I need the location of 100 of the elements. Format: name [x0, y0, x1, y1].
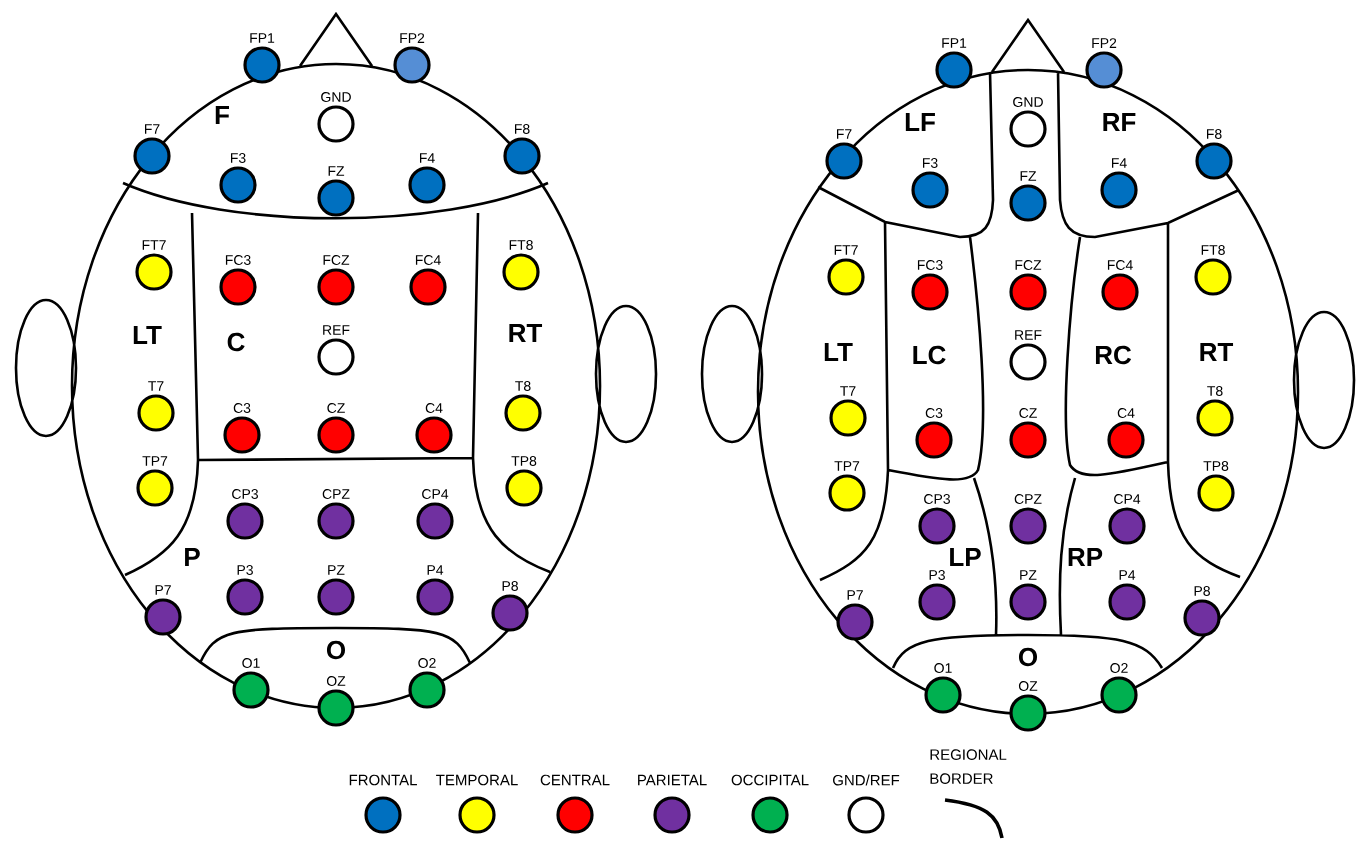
- node-label: CPZ: [1014, 494, 1042, 504]
- region-letter: C: [227, 332, 245, 352]
- region-letter: O: [326, 640, 346, 660]
- electrode: P3: [918, 570, 956, 621]
- electrode: OZ: [1009, 681, 1047, 732]
- electrode: FP2: [1085, 38, 1123, 89]
- electrode: T8: [1196, 386, 1234, 437]
- node-label: FP2: [400, 33, 425, 43]
- region-letter: O: [1018, 647, 1038, 667]
- node-label: T7: [840, 386, 856, 396]
- node-label: P3: [929, 570, 945, 580]
- electrode: REF: [1009, 330, 1047, 381]
- node-label: O1: [242, 658, 260, 668]
- electrode: F4: [1100, 158, 1138, 209]
- region-letter: RT: [509, 324, 543, 342]
- node-label: GND: [321, 92, 351, 102]
- node-label: GND: [1013, 97, 1043, 107]
- node-label: O2: [418, 658, 436, 668]
- electrode: CZ: [317, 403, 355, 454]
- node-label: F3: [923, 158, 938, 168]
- node-label: PZ: [1020, 570, 1037, 580]
- region-letter: RT: [1200, 343, 1234, 361]
- legend-label: OCCIPITAL: [731, 774, 809, 786]
- node-label: TP7: [142, 456, 168, 466]
- node-label: F7: [837, 129, 852, 139]
- electrode: F3: [219, 153, 257, 204]
- region-letter: LP: [950, 548, 981, 566]
- node-label: FC3: [225, 255, 251, 265]
- electrode: FT7: [135, 240, 173, 291]
- node-label: PZ: [328, 565, 345, 575]
- node-label: REF: [1015, 330, 1042, 340]
- node-label: FCZ: [323, 255, 350, 265]
- electrode: FP1: [935, 38, 973, 89]
- node-label: P8: [502, 581, 518, 591]
- electrode: O2: [408, 658, 446, 709]
- node-label: F7: [145, 124, 160, 134]
- region-letter: F: [215, 106, 229, 124]
- node-label: C4: [1117, 408, 1135, 418]
- node-label: FT8: [1201, 245, 1225, 255]
- electrode: GND: [1009, 97, 1047, 148]
- node-label: FC4: [1107, 260, 1133, 270]
- electrode: FZ: [317, 166, 355, 217]
- node-label: TP8: [1203, 461, 1229, 471]
- node-label: F8: [515, 124, 530, 134]
- electrode: T8: [504, 381, 542, 432]
- legend-label: PARIETAL: [638, 774, 707, 786]
- node-label: FT7: [834, 245, 858, 255]
- electrode: O1: [924, 663, 962, 714]
- node-label: F8: [1207, 129, 1222, 139]
- region-letter: LC: [913, 345, 946, 365]
- electrode: C3: [915, 408, 953, 459]
- electrode: CPZ: [1009, 494, 1047, 545]
- node-label: FP2: [1092, 38, 1117, 48]
- electrode: FP2: [393, 33, 431, 84]
- node-label: FT8: [509, 240, 533, 250]
- electrode: PZ: [317, 565, 355, 616]
- node-label: F4: [420, 153, 435, 163]
- electrode: FC4: [1101, 260, 1139, 311]
- electrode: CP3: [226, 489, 264, 540]
- electrode: FCZ: [317, 255, 355, 306]
- node-label: P7: [155, 585, 171, 595]
- electrode: C4: [1107, 408, 1145, 459]
- node-label: F3: [231, 153, 246, 163]
- electrode: FCZ: [1009, 260, 1047, 311]
- electrode: CZ: [1009, 408, 1047, 459]
- node-label: C3: [925, 408, 943, 418]
- electrode: F4: [408, 153, 446, 204]
- electrode: P4: [1108, 570, 1146, 621]
- node-label: P4: [427, 565, 444, 575]
- legend-label: REGIONAL BORDER: [930, 749, 1007, 784]
- node-label: FP1: [942, 38, 967, 48]
- electrode: CP4: [416, 489, 454, 540]
- region-letter: RP: [1068, 548, 1103, 566]
- region-letter: LT: [824, 343, 853, 361]
- electrode: FC3: [219, 255, 257, 306]
- electrode: FT8: [1194, 245, 1232, 296]
- electrode: C3: [223, 403, 261, 454]
- electrode: CP4: [1108, 494, 1146, 545]
- electrode: F7: [133, 124, 171, 175]
- electrode: TP8: [1197, 461, 1235, 512]
- electrode: F7: [825, 129, 863, 180]
- electrode: P4: [416, 565, 454, 616]
- node-label: CP4: [422, 489, 449, 499]
- node-label: CP3: [924, 494, 950, 504]
- node-label: CZ: [1019, 408, 1037, 418]
- electrode: FP1: [243, 33, 281, 84]
- legend-label: GND/REF: [833, 774, 900, 786]
- electrode: CP3: [918, 494, 956, 545]
- node-label: P8: [1194, 586, 1210, 596]
- node-label: FZ: [1020, 171, 1037, 181]
- node-label: CP4: [1114, 494, 1141, 504]
- legend-label: FRONTAL: [349, 774, 417, 786]
- region-letter: P: [185, 548, 200, 566]
- node-label: REF: [323, 325, 350, 335]
- electrode: T7: [829, 386, 867, 437]
- node-label: FC3: [917, 260, 943, 270]
- electrode: P7: [836, 590, 874, 641]
- node-label: OZ: [326, 676, 346, 686]
- node-label: FZ: [328, 166, 345, 176]
- node-label: T8: [1207, 386, 1223, 396]
